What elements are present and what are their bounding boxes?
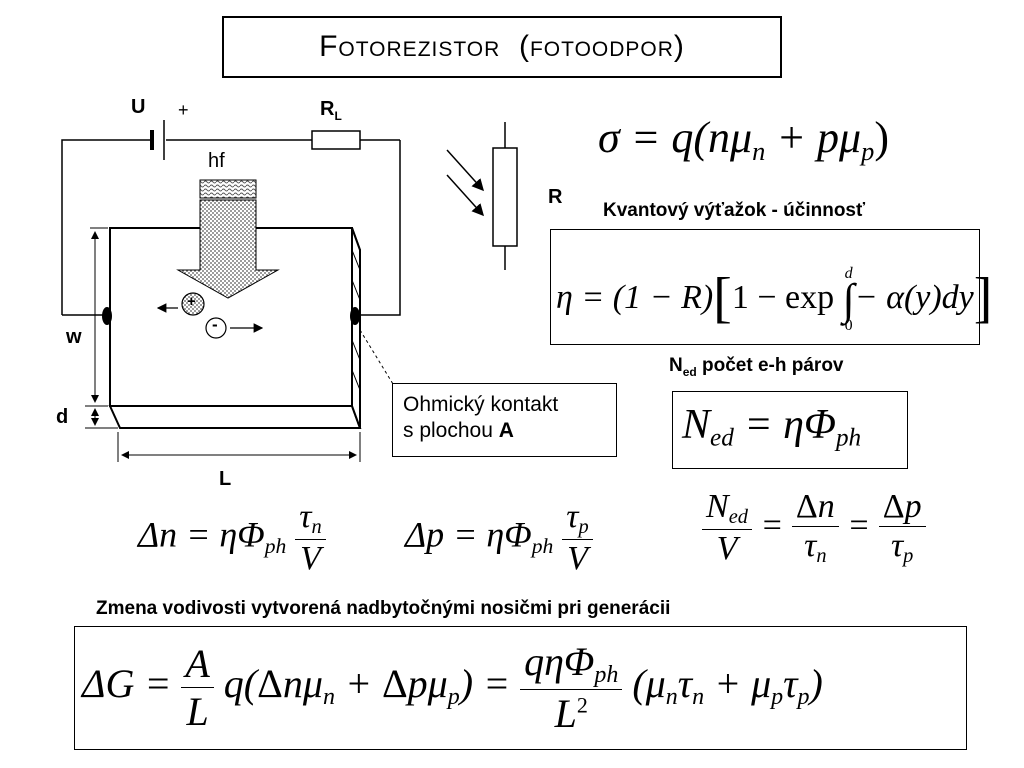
ohmic-contact-right <box>350 307 360 325</box>
title-box: Fotorezistor (fotoodpor) <box>222 16 782 78</box>
heading-ned: Ned počet e-h párov <box>669 355 844 379</box>
light-arrow-icon <box>176 179 280 299</box>
dim-d-label: d <box>56 406 69 428</box>
dim-w-label: w <box>66 326 82 348</box>
photoresistor-symbol-label: R <box>548 186 563 208</box>
dimension-d <box>85 405 118 429</box>
formula-delta-g-box <box>74 626 967 750</box>
electron-symbol: - <box>212 315 218 334</box>
heading-quantum-yield: Kvantový výťažok - účinnosť <box>603 200 866 221</box>
dimension-w <box>90 227 108 403</box>
formula-eta-box <box>550 229 980 345</box>
ohmic-contact-left <box>102 307 112 325</box>
heading-conductivity: Zmena vodivosti vytvorená nadbytočnými n… <box>96 598 671 619</box>
formula-ned-box <box>672 391 908 469</box>
title-main: Fotorezistor <box>319 30 501 63</box>
dimension-L <box>117 432 361 462</box>
formula-sigma: σ = q(nμn + pμp) <box>598 113 889 166</box>
ohmic-contact-callout: Ohmický kontakt s plochou A <box>392 383 617 457</box>
callout-leader <box>359 329 394 385</box>
electron-carrier-icon <box>205 317 264 339</box>
hole-carrier-icon <box>156 292 205 316</box>
load-resistor-icon <box>311 130 361 150</box>
plus-label: + <box>178 100 189 120</box>
load-resistor-label: RL <box>320 98 342 123</box>
battery-icon <box>150 120 165 160</box>
circuit-wires <box>61 139 401 316</box>
dim-L-label: L <box>219 468 232 490</box>
formula-ned: Ned = ηΦph <box>682 402 862 452</box>
callout-line1: Ohmický kontakt <box>403 393 559 416</box>
light-label: hf <box>208 150 225 172</box>
photoresistor-symbol-icon <box>446 122 518 270</box>
formula-eta: η = (1 − R)[1 − exp d∫0 − α(y)dy] <box>556 265 993 335</box>
source-label: U <box>131 96 146 118</box>
page-title: Fotorezistor (fotoodpor) <box>319 30 685 64</box>
hole-symbol: + <box>187 293 196 310</box>
title-sub: (fotoodpor) <box>518 30 685 63</box>
side-hatch <box>351 249 361 391</box>
callout-line2: s plochou A <box>403 419 514 442</box>
